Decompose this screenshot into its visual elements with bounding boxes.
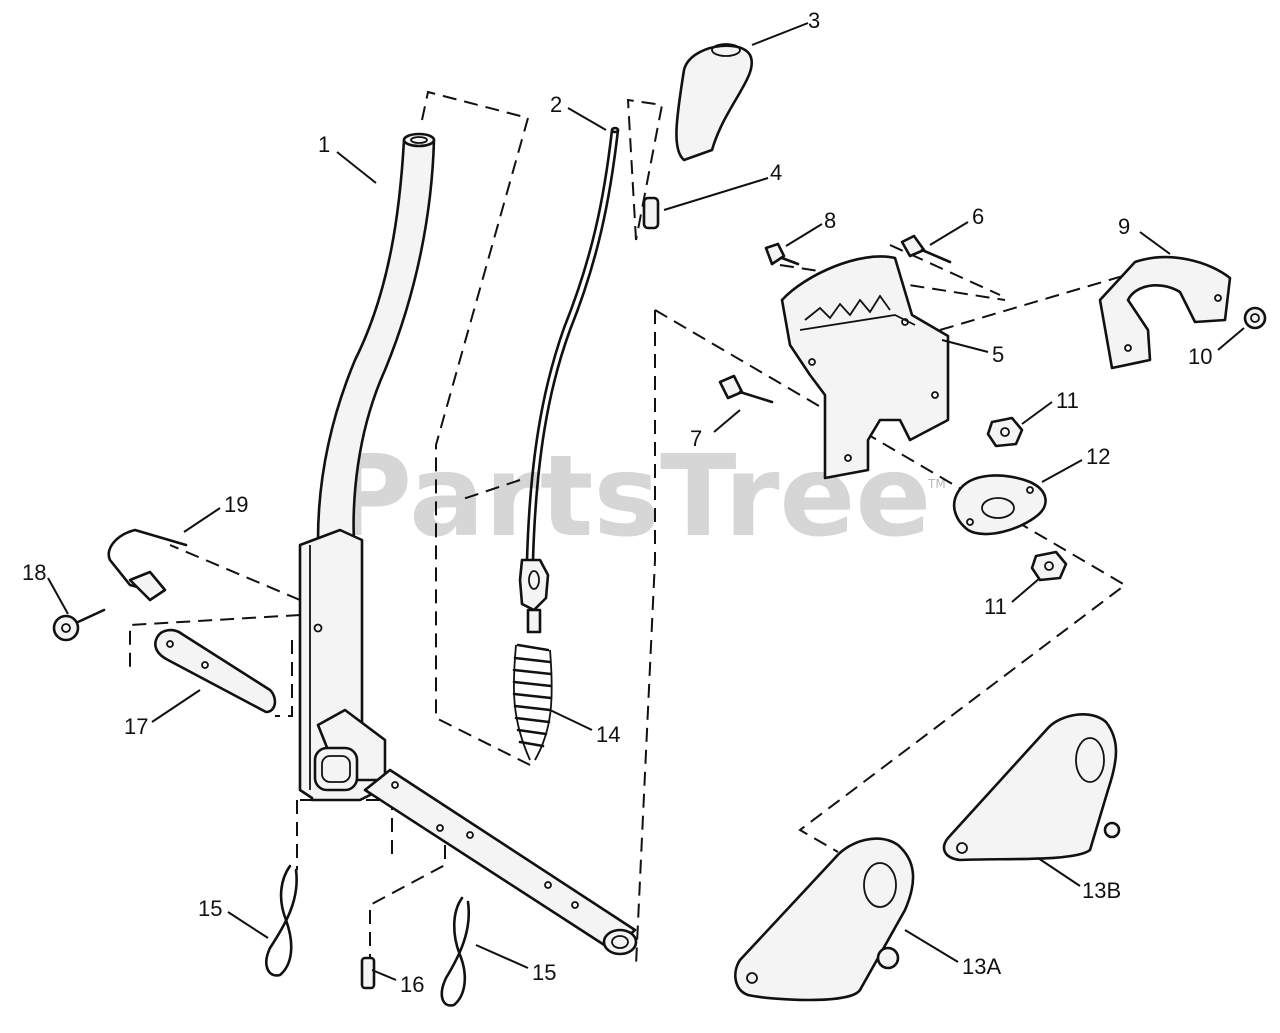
leader-17 [151, 689, 201, 723]
callout-13b: 13B [1082, 878, 1121, 903]
callout-15-left: 15 [198, 896, 222, 921]
leader-12 [1041, 459, 1083, 483]
callout-6: 6 [972, 204, 984, 229]
part-15-hairpin-clip-left [265, 864, 298, 977]
callout-2: 2 [550, 92, 562, 117]
callout-18: 18 [22, 560, 46, 585]
part-1-shift-lever [298, 132, 638, 956]
part-3-shift-knob [675, 43, 753, 162]
leader-13b [1037, 857, 1081, 887]
callout-3: 3 [808, 8, 820, 33]
callout-7: 7 [690, 426, 702, 451]
part-6-bolt [900, 234, 952, 264]
callout-11-upper: 11 [1056, 388, 1079, 413]
leader-4 [663, 177, 769, 211]
part-5-shift-plate [780, 255, 950, 480]
part-14-spring [512, 643, 553, 761]
callout-11-lower: 11 [984, 594, 1007, 619]
part-8-bolt [764, 242, 800, 266]
part-7-bolt [718, 374, 774, 404]
callout-labels: 1 2 3 4 5 6 7 8 9 10 11 11 12 13A 13B 14… [22, 8, 1212, 997]
callout-15-right: 15 [532, 960, 556, 985]
part-12-flange-bearing [952, 474, 1047, 536]
part-2-shift-rod [518, 126, 620, 634]
leader-10 [1217, 327, 1245, 351]
leader-13a [904, 929, 959, 963]
callout-19: 19 [224, 492, 248, 517]
part-15-hairpin-clip-right [440, 896, 471, 1007]
leader-6 [929, 221, 969, 246]
callout-13a: 13A [962, 954, 1001, 979]
leader-2 [567, 107, 607, 131]
callout-14: 14 [596, 722, 620, 747]
callout-17: 17 [124, 714, 148, 739]
leader-3 [751, 22, 809, 46]
part-4-roll-pin [642, 196, 660, 230]
part-17-link [154, 628, 277, 714]
callout-9: 9 [1118, 214, 1130, 239]
leader-7 [713, 409, 741, 433]
part-16-pin [360, 956, 376, 990]
leader-11-upper [1021, 401, 1053, 425]
leader-1 [336, 151, 377, 184]
callout-5: 5 [992, 342, 1004, 367]
leader-14 [549, 709, 593, 731]
callout-leaders [47, 22, 1245, 981]
callout-8: 8 [824, 208, 836, 233]
callout-4: 4 [770, 160, 782, 185]
leader-9 [1139, 231, 1171, 255]
part-18-screw [52, 608, 106, 642]
part-9-shift-bracket [1098, 255, 1232, 370]
callout-12: 12 [1086, 444, 1110, 469]
part-11-hex-nut-upper [986, 416, 1024, 448]
leader-15-right [475, 944, 529, 969]
part-13a-lever-plate [734, 837, 915, 1002]
part-13b-lever-plate [942, 713, 1121, 862]
leader-16 [371, 969, 397, 981]
callout-16: 16 [400, 972, 424, 997]
leader-15-left [227, 911, 269, 939]
callout-10: 10 [1188, 344, 1212, 369]
leader-18 [47, 577, 69, 615]
part-19-u-bracket [107, 528, 188, 602]
leader-8 [785, 223, 823, 247]
leader-19 [183, 507, 221, 533]
callout-1: 1 [318, 132, 330, 157]
leader-5 [941, 339, 989, 353]
part-10-hex-nut [1243, 306, 1267, 330]
watermark-trademark: TM [927, 477, 946, 491]
part-11-hex-nut-lower [1030, 550, 1068, 582]
leader-11-lower [1011, 577, 1041, 603]
